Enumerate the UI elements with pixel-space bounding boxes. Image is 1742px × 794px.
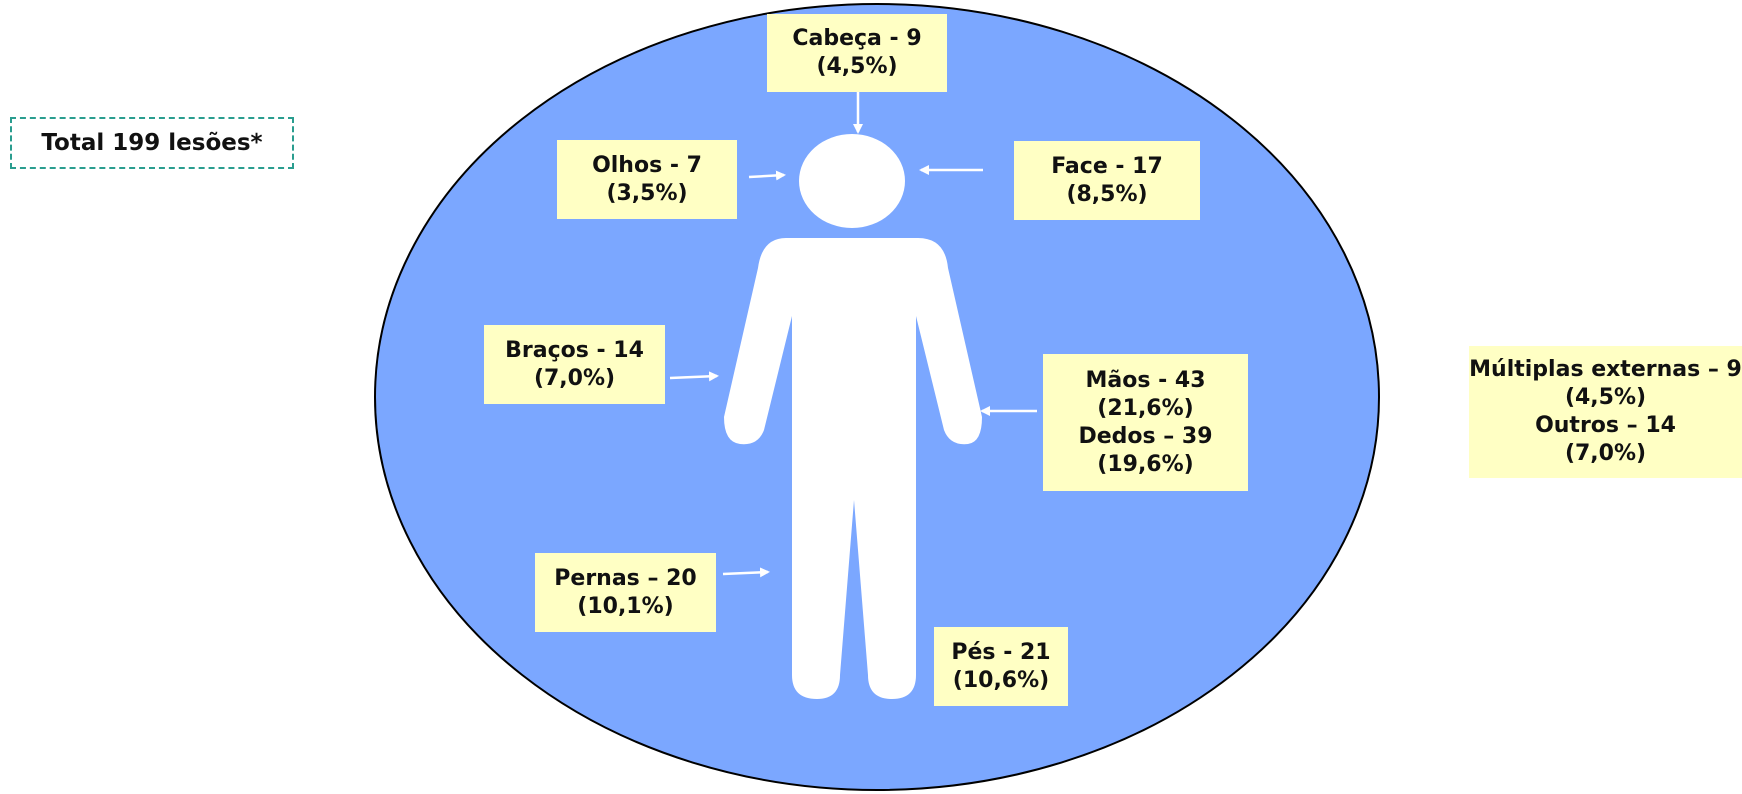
arrow-olhos [748,170,786,181]
label-bracos: Braços - 14 (7,0%) [484,325,665,404]
label-pes-title: Pés - 21 [951,639,1051,665]
label-dedos-title: Dedos – 39 [1078,423,1213,449]
label-face: Face - 17 (8,5%) [1014,141,1200,220]
label-olhos-percent: (3,5%) [606,180,688,206]
arrow-pernas [722,567,770,578]
arrow-bracos [669,371,719,382]
label-bracos-title: Braços - 14 [505,337,644,363]
label-cabeca-title: Cabeça - 9 [792,26,922,51]
figure-body [724,238,982,699]
label-olhos-title: Olhos - 7 [592,152,702,178]
label-pernas-title: Pernas – 20 [554,565,697,591]
label-dedos-percent: (19,6%) [1097,451,1194,477]
label-pes-percent: (10,6%) [952,667,1050,693]
label-outros-percent: (7,0%) [1564,441,1647,466]
total-injuries-box: Total 199 lesões* [10,117,294,169]
label-maos-title: Mãos - 43 [1085,367,1206,393]
label-multiplas-title: Múltiplas externas – 9 [1469,357,1742,382]
label-pes: Pés - 21 (10,6%) [934,627,1068,706]
label-bracos-percent: (7,0%) [533,365,616,391]
total-injuries-text: Total 199 lesões* [41,130,263,156]
label-pernas-percent: (10,1%) [577,593,674,619]
label-maos-dedos: Mãos - 43 (21,6%) Dedos – 39 (19,6%) [1043,354,1248,491]
pointer-arrows [669,91,1037,578]
human-figure [724,134,982,699]
label-maos-percent: (21,6%) [1097,395,1194,421]
label-face-title: Face - 17 [1051,153,1163,179]
label-face-percent: (8,5%) [1066,181,1148,207]
figure-head [799,134,905,228]
label-outros-title: Outros – 14 [1535,413,1676,438]
label-olhos: Olhos - 7 (3,5%) [557,140,737,219]
label-pernas: Pernas – 20 (10,1%) [535,553,716,632]
label-cabeca: Cabeça - 9 (4,5%) [767,14,947,92]
label-outros: Múltiplas externas – 9 (4,5%) Outros – 1… [1469,346,1742,478]
label-multiplas-percent: (4,5%) [1564,385,1647,410]
label-cabeca-percent: (4,5%) [816,54,898,79]
